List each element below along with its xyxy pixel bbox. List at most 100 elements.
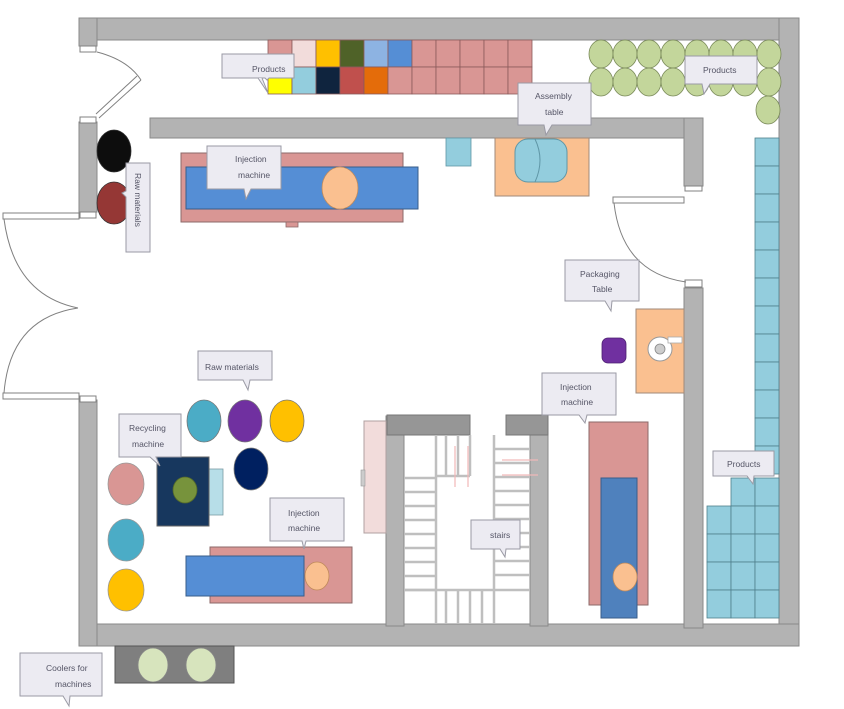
callout-injection-machine-right: Injection machine <box>541 372 617 425</box>
callout-assembly-table: Assembly table <box>517 82 592 137</box>
callout-label-line1: Assembly <box>535 91 573 101</box>
callout-coolers: Coolers for machines <box>19 652 103 708</box>
small-teal-box <box>445 137 472 167</box>
wall-right-outer <box>778 17 800 647</box>
products-barrels-top-right <box>588 39 782 125</box>
product-barrel <box>756 39 782 69</box>
product-box <box>706 533 732 563</box>
barrels-left-column <box>107 462 145 612</box>
product-box <box>754 221 780 251</box>
callout-label-line1: Recycling <box>129 423 166 433</box>
product-barrel <box>636 39 662 69</box>
product-box <box>387 39 413 68</box>
injection-machine-right <box>588 421 649 619</box>
product-barrel <box>756 67 782 97</box>
callout-products-top-right: Products <box>684 55 758 96</box>
product-box <box>411 39 437 68</box>
raw-material-barrel <box>186 399 222 443</box>
callout-label: Raw materials <box>133 173 143 227</box>
packaging-stool <box>601 337 627 364</box>
product-box <box>754 165 780 195</box>
product-barrel <box>612 67 638 97</box>
callout-label: Raw materials <box>205 362 259 372</box>
wall-left-upper <box>78 121 98 213</box>
product-box <box>754 361 780 391</box>
callout-stairs: stairs <box>470 519 521 559</box>
callout-label-line2: machine <box>132 439 164 449</box>
product-barrel <box>636 67 662 97</box>
product-box <box>507 39 533 68</box>
wall-stairs-right <box>529 415 549 627</box>
product-box <box>730 477 756 507</box>
product-shelf-top <box>267 39 533 95</box>
callout-label-line2: Table <box>592 284 613 294</box>
product-shelf-right <box>706 137 780 619</box>
wall-top-left-stub <box>78 17 98 47</box>
doors <box>2 45 703 403</box>
product-box <box>363 39 389 68</box>
walls <box>78 17 800 647</box>
product-box <box>730 505 756 535</box>
callout-recycling-machine: Recycling machine <box>118 413 182 467</box>
callout-label: Products <box>727 459 761 469</box>
product-box <box>754 277 780 307</box>
product-box <box>754 333 780 363</box>
door-top-left <box>79 45 142 124</box>
wall-inner-right-upper <box>683 117 704 187</box>
product-box <box>339 66 365 95</box>
coolers <box>114 645 235 684</box>
callout-injection-machine-bottom: Injection machine <box>269 497 345 550</box>
product-box <box>291 66 317 95</box>
product-box <box>754 137 780 167</box>
callout-label-line2: machines <box>55 679 91 689</box>
product-box <box>754 505 780 535</box>
product-box <box>754 305 780 335</box>
callout-label-line2: table <box>545 107 564 117</box>
machine-body <box>185 555 305 597</box>
product-box <box>754 477 780 507</box>
product-barrel <box>660 39 686 69</box>
product-box <box>754 561 780 591</box>
product-box <box>315 66 341 95</box>
barrel <box>107 518 145 562</box>
raw-material-barrel <box>269 399 305 443</box>
callout-label-line1: Injection <box>288 508 320 518</box>
stair-side-cabinet <box>363 420 387 534</box>
machine-nozzle <box>321 166 359 210</box>
stair-landing-left <box>386 414 471 436</box>
product-box <box>483 39 509 68</box>
machine-body <box>600 477 638 619</box>
product-box <box>459 39 485 68</box>
raw-material-barrel <box>227 399 263 443</box>
recycling-machine <box>156 456 224 527</box>
wall-top-outer <box>78 17 800 41</box>
machine-foot <box>285 221 299 228</box>
raw-material-barrel <box>96 129 132 173</box>
product-box <box>730 589 756 619</box>
cooler-unit <box>185 647 217 683</box>
raw-materials-left <box>96 129 132 225</box>
raw-material-barrel <box>233 447 269 491</box>
product-box <box>483 66 509 95</box>
product-box <box>754 193 780 223</box>
callout-label: stairs <box>490 530 510 540</box>
wall-stairs-left <box>385 415 405 627</box>
product-box <box>730 533 756 563</box>
callout-label-line1: Coolers for <box>46 663 88 673</box>
callout-products-right: Products <box>712 450 775 486</box>
callout-label: Products <box>252 64 286 74</box>
callout-label-line1: Injection <box>235 154 267 164</box>
door-right <box>612 185 703 288</box>
callout-label: Products <box>703 65 737 75</box>
wall-left-lower <box>78 399 98 647</box>
cooler-unit <box>137 647 169 683</box>
product-barrel <box>588 39 614 69</box>
stair-landing-right <box>505 414 549 436</box>
product-box <box>291 39 317 68</box>
callouts: Products Products Assembly table Raw mat… <box>19 53 775 708</box>
door-left-double <box>2 211 97 403</box>
product-box <box>315 39 341 68</box>
product-barrel <box>612 39 638 69</box>
assembly-chair <box>514 138 568 183</box>
